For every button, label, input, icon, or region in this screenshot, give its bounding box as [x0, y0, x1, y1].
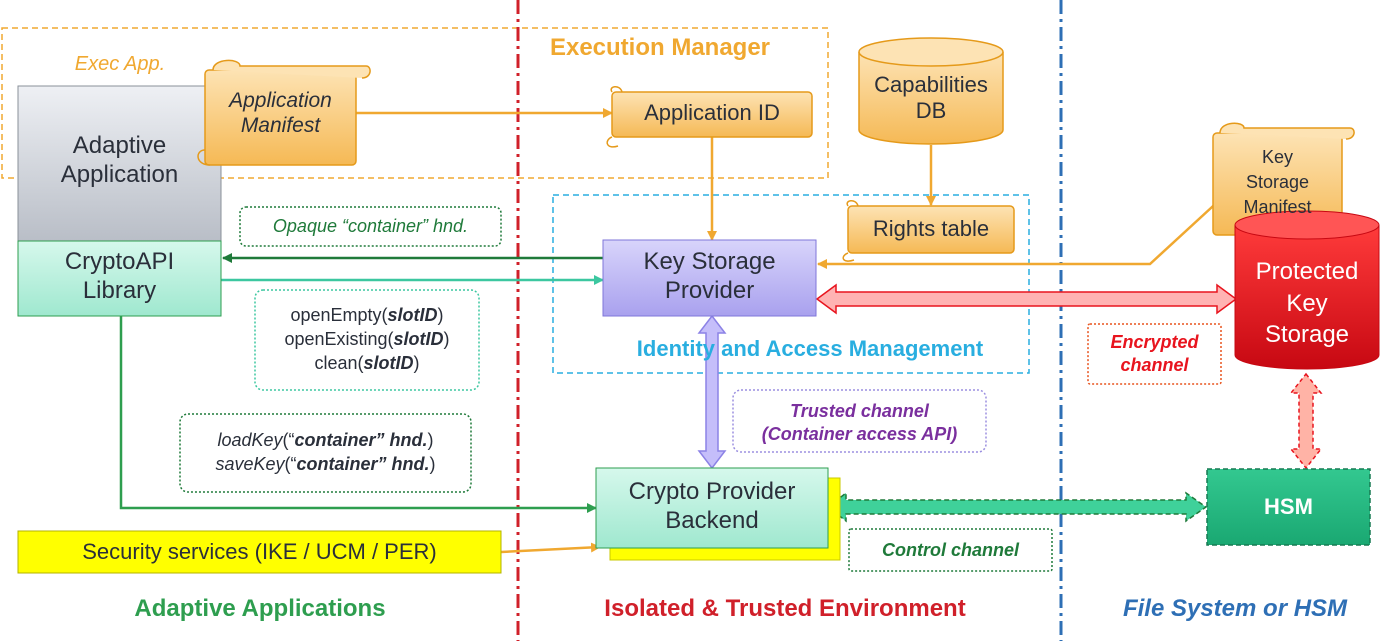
hsm-label: HSM [1264, 494, 1313, 519]
opaque-handle-callout [239, 206, 502, 247]
adaptive-application-line-1: Adaptive [72, 132, 167, 159]
key-storage-manifest-label: Key Storage Manifest [1213, 145, 1342, 221]
load-key-call: loadKey(“container” hnd.) [180, 429, 471, 453]
cryptoapi-library-label: CryptoAPI Library [18, 248, 221, 306]
trusted-channel-line-2: (Container access API) [761, 424, 958, 445]
exec-app-label: Exec App. [74, 53, 166, 75]
encrypted-channel-callout [1087, 323, 1222, 385]
clean-arg: slotID [363, 352, 414, 373]
key-storage-manifest-scroll [1212, 122, 1355, 236]
arrow-backend-hsm [826, 491, 1208, 523]
clean-call: clean(slotID) [255, 352, 479, 376]
capabilities-line-2: DB [915, 98, 947, 124]
iam-region [552, 194, 1030, 374]
rights-table-scroll [842, 200, 1015, 262]
key-storage-provider-box [602, 239, 817, 317]
save-key-fn: saveKey [215, 453, 285, 474]
arrow-ks-manifest-to-ksp [817, 195, 1225, 269]
key-storage-provider-label: Key Storage Provider [603, 248, 816, 306]
save-key-close: ) [429, 453, 436, 474]
protected-key-storage-cylinder [1234, 210, 1380, 370]
crypto-provider-backend-label: Crypto Provider Backend [596, 478, 828, 536]
cryptoapi-line-1: CryptoAPI [64, 248, 175, 275]
open-existing-call: openExisting(slotID) [255, 328, 479, 352]
protected-key-storage-label: Protected Key Storage [1235, 256, 1379, 351]
save-key-open: (“ [284, 453, 297, 474]
cryptoapi-library-box [17, 240, 222, 317]
open-calls-callout [254, 289, 480, 391]
application-id-scroll [606, 86, 813, 148]
arrow-ksp-pks [815, 283, 1238, 315]
key-calls-text: loadKey(“container” hnd.) saveKey(“conta… [180, 429, 471, 477]
ksp-line-1: Key Storage [643, 248, 776, 275]
open-existing-close: ) [443, 328, 450, 349]
crypto-provider-backend-box [595, 467, 829, 549]
save-key-call: saveKey(“container” hnd.) [180, 453, 471, 477]
application-manifest-scroll [197, 59, 371, 166]
open-empty-fn: openEmpty( [290, 305, 388, 325]
opaque-handle-text: Opaque “container” hnd. [272, 216, 469, 236]
capabilities-line-1: Capabilities [874, 72, 988, 97]
ks-manifest-line-2: Storage [1245, 172, 1310, 193]
open-calls-text: openEmpty(slotID) openExisting(slotID) c… [255, 304, 479, 376]
load-key-close: ) [427, 430, 434, 450]
trusted-channel-line-1: Trusted channel [790, 401, 929, 421]
backend-line-1: Crypto Provider [628, 478, 796, 505]
adaptive-application-label: Adaptive Application [18, 132, 221, 190]
arrow-cryptoapi-to-backend [119, 316, 597, 513]
load-key-fn: loadKey [217, 430, 283, 450]
app-manifest-line-2: Manifest [240, 114, 321, 138]
open-existing-arg: slotID [393, 328, 444, 349]
open-empty-arg: slotID [387, 305, 438, 325]
exec-app-region [1, 27, 829, 179]
cryptoapi-line-2: Library [82, 276, 157, 304]
encrypted-channel-text: Encrypted channel [1088, 331, 1221, 378]
footer-file-system: File System or HSM [1122, 595, 1348, 622]
save-key-arg: container” hnd. [296, 453, 430, 474]
clean-fn: clean( [314, 352, 364, 373]
pks-line-3: Storage [1264, 321, 1350, 349]
key-calls-callout [179, 413, 472, 493]
capabilities-db-label: Capabilities DB [859, 72, 1003, 125]
footer-adaptive-applications: Adaptive Applications [134, 595, 386, 622]
hsm-box [1206, 468, 1371, 546]
capabilities-db-cylinder [858, 37, 1004, 145]
security-services-box [17, 530, 502, 574]
ks-manifest-line-1: Key [1261, 147, 1294, 167]
control-channel-text: Control channel [881, 540, 1019, 560]
load-key-open: (“ [282, 430, 295, 450]
trusted-channel-callout [732, 389, 987, 453]
arrow-security-to-backend [500, 542, 601, 554]
rights-table-label: Rights table [872, 216, 990, 241]
security-services-label: Security services (IKE / UCM / PER) [82, 539, 437, 564]
arrow-pks-hsm [1289, 372, 1323, 470]
pks-line-2: Key [1286, 289, 1328, 317]
application-id-label: Application ID [644, 100, 780, 125]
open-existing-fn: openExisting( [284, 328, 394, 349]
app-manifest-line-1: Application [229, 89, 332, 112]
adaptive-application-line-2: Application [60, 160, 179, 188]
application-manifest-label: Application Manifest [205, 88, 356, 138]
load-key-arg: container” hnd. [294, 430, 428, 450]
iam-label: Identity and Access Management [636, 336, 984, 361]
backend-line-2: Backend [665, 506, 759, 534]
control-channel-callout [848, 528, 1053, 572]
execution-manager-label: Execution Manager [549, 34, 771, 61]
open-empty-close: ) [437, 305, 444, 325]
ksp-line-2: Provider [664, 276, 755, 304]
encrypted-line-1: Encrypted [1110, 332, 1199, 352]
trusted-channel-text: Trusted channel (Container access API) [733, 400, 986, 447]
pks-line-1: Protected [1255, 258, 1359, 285]
open-empty-call: openEmpty(slotID) [255, 304, 479, 328]
encrypted-line-2: channel [1120, 355, 1189, 376]
footer-isolated-env: Isolated & Trusted Environment [604, 595, 966, 622]
clean-close: ) [413, 352, 420, 373]
ks-manifest-line-3: Manifest [1243, 197, 1312, 218]
